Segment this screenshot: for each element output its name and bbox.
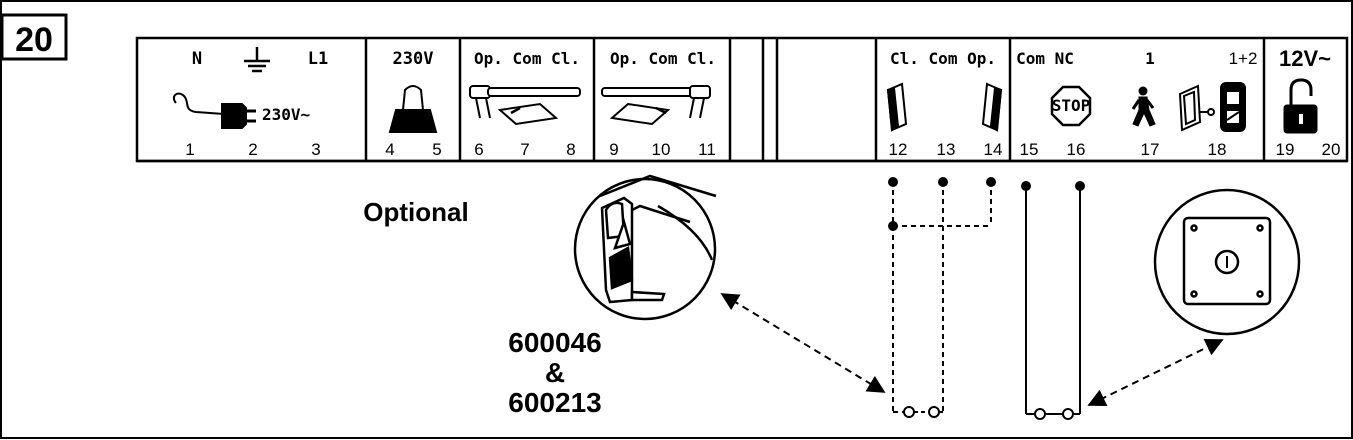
part-number-amp: &: [545, 357, 565, 388]
terminal-13: 13: [937, 140, 956, 159]
motor2-header: Op. Com Cl.: [610, 49, 716, 68]
terminal-strip: [135, 36, 1349, 163]
key-selector-icon: [1178, 84, 1215, 132]
lock-voltage-label: 12V~: [1279, 46, 1331, 71]
terminal-20: 20: [1322, 140, 1341, 159]
safety-edge-wiring: [892, 181, 992, 413]
terminal-14: 14: [984, 140, 1003, 159]
safety-edge-terminals: [888, 177, 996, 231]
padlock-icon: [1283, 78, 1318, 134]
terminal-19: 19: [1276, 140, 1295, 159]
plug-voltage-label: 230V~: [262, 105, 310, 124]
warning-lamp-icon: [388, 85, 438, 133]
safety-edge-arrow: [720, 293, 886, 393]
optional-label: Optional: [363, 197, 468, 227]
part-number-2: 600213: [508, 387, 601, 418]
terminal-16: 16: [1067, 140, 1086, 159]
photocell-header: Cl. Com Op.: [890, 49, 996, 68]
pedestrian-icon: [1131, 86, 1156, 127]
power-n-label: N: [192, 49, 202, 69]
terminal-4: 4: [385, 140, 394, 159]
terminal-1: 1: [185, 140, 194, 159]
push-button-icon: [1153, 188, 1301, 336]
figure-number-box: [0, 13, 68, 61]
terminal-8: 8: [566, 140, 575, 159]
terminal-5: 5: [432, 140, 441, 159]
gate-motor-icon-2: [601, 85, 711, 126]
stop-sign-icon: [1050, 85, 1092, 127]
plug-icon: [172, 92, 256, 129]
ground-icon: [244, 47, 270, 73]
stop-label: STOP: [1052, 96, 1091, 115]
motor1-header: Op. Com Cl.: [474, 49, 580, 68]
safety-edge-icon: [573, 174, 717, 321]
terminal-10: 10: [652, 140, 671, 159]
power-l1-label: L1: [308, 49, 328, 69]
push-button-terminals: [1021, 181, 1085, 191]
photocell-icon: [886, 82, 1003, 132]
terminal-2: 2: [248, 140, 257, 159]
control-1-2-header: 1+2: [1229, 49, 1258, 68]
push-button-wiring: [1025, 186, 1081, 415]
terminal-12: 12: [889, 140, 908, 159]
terminal-11: 11: [698, 140, 716, 159]
lamp-voltage-label: 230V: [393, 49, 434, 69]
push-button-contact: [1034, 408, 1074, 420]
terminal-9: 9: [609, 140, 618, 159]
terminal-6: 6: [474, 140, 483, 159]
push-button-arrow: [1087, 339, 1224, 406]
terminal-18: 18: [1208, 140, 1227, 159]
terminal-7: 7: [520, 140, 529, 159]
figure-number: 20: [15, 21, 53, 59]
terminal-15: 15: [1020, 140, 1039, 159]
control-1-header: 1: [1145, 49, 1155, 68]
gate-motor-icon: [469, 85, 581, 126]
safety-edge-contact: [903, 406, 940, 418]
control-com-nc-header: Com NC: [1016, 49, 1074, 68]
transmitter-icon: [1220, 82, 1246, 132]
terminal-3: 3: [311, 140, 320, 159]
terminal-17: 17: [1141, 140, 1160, 159]
part-number-1: 600046: [508, 327, 601, 358]
